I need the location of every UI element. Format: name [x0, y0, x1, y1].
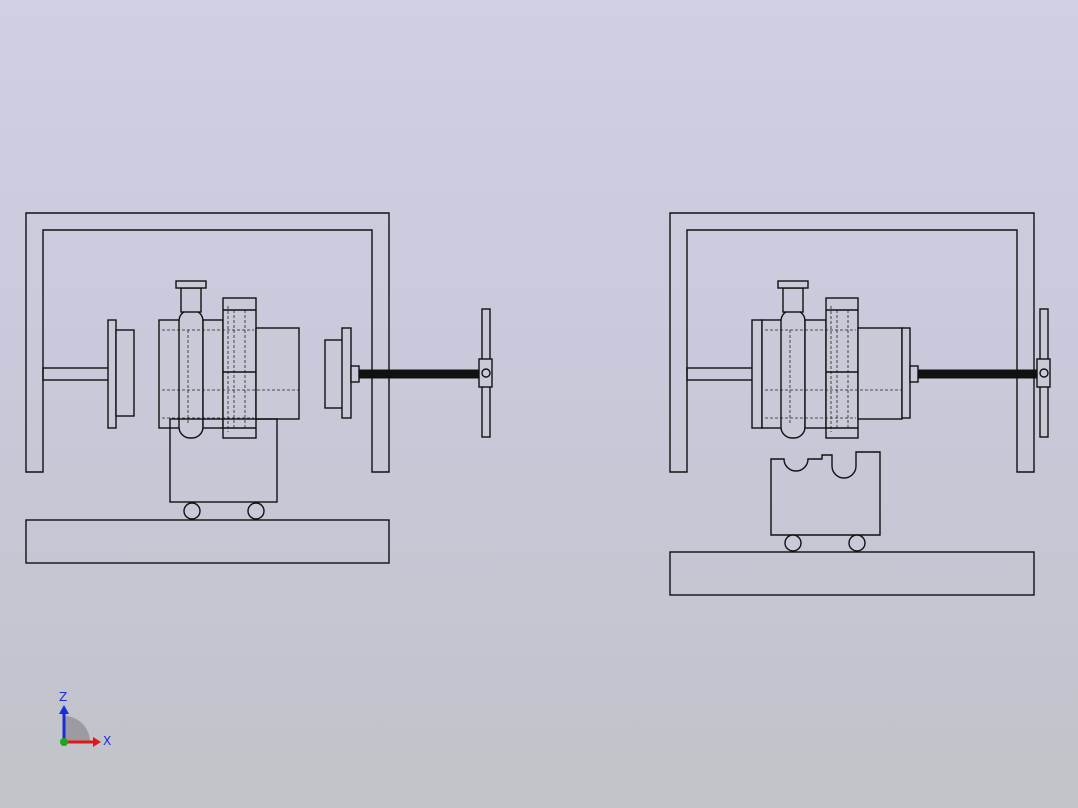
left-handwheel-center	[481, 368, 491, 378]
orientation-triad: Z X	[59, 690, 111, 748]
right-base-plate	[669, 551, 1035, 596]
left-pump-outlet-pipe	[180, 287, 202, 313]
left-clamp-plate	[341, 327, 352, 419]
right-frame-crossbar	[686, 367, 754, 381]
left-assembly-view[interactable]	[25, 212, 493, 564]
left-frame-crossbar	[42, 367, 110, 381]
right-pump-volute	[780, 309, 806, 439]
left-base-plate	[25, 519, 390, 564]
left-cart-wheel	[183, 502, 201, 520]
right-frame	[669, 212, 1035, 473]
right-cart-wheel	[784, 534, 802, 552]
left-frame	[25, 212, 390, 473]
left-handwheel-hub	[478, 358, 493, 388]
right-clamp-nut	[909, 365, 919, 383]
right-flange-plate	[751, 319, 763, 429]
left-lead-screw	[358, 369, 481, 379]
left-flange-plate	[107, 319, 117, 429]
left-pump-casing	[202, 319, 224, 429]
triad-z-arrow	[59, 705, 69, 714]
right-pump-motor	[857, 327, 903, 420]
right-lead-screw	[917, 369, 1039, 379]
triad-x-label: X	[103, 734, 111, 748]
left-pump-motor	[255, 327, 300, 420]
triad-z-label: Z	[59, 690, 67, 704]
right-handwheel-hub	[1036, 358, 1051, 388]
right-cart-wheel	[848, 534, 866, 552]
left-clamp-nut	[350, 365, 360, 383]
right-pump-outlet-flange	[777, 280, 809, 289]
left-cart-body	[169, 418, 278, 503]
left-cart-wheel	[247, 502, 265, 520]
right-cart-body	[770, 451, 881, 536]
triad-arc	[64, 716, 90, 742]
left-flange-hub	[115, 329, 135, 417]
triad-x-arrow	[93, 737, 101, 747]
right-pump-casing	[804, 319, 827, 429]
left-clamp-flange	[324, 339, 344, 409]
left-pump-outlet-flange	[175, 280, 207, 289]
triad-y-axis	[60, 738, 68, 746]
left-pump-impeller-housing	[222, 297, 257, 439]
right-handwheel-center	[1039, 368, 1049, 378]
right-pump-outlet-pipe	[782, 287, 804, 313]
right-assembly-view[interactable]	[669, 212, 1051, 596]
right-pump-inlet-body	[761, 319, 783, 429]
right-clamp-plate	[901, 327, 911, 419]
left-pump-inlet-body	[158, 319, 182, 429]
